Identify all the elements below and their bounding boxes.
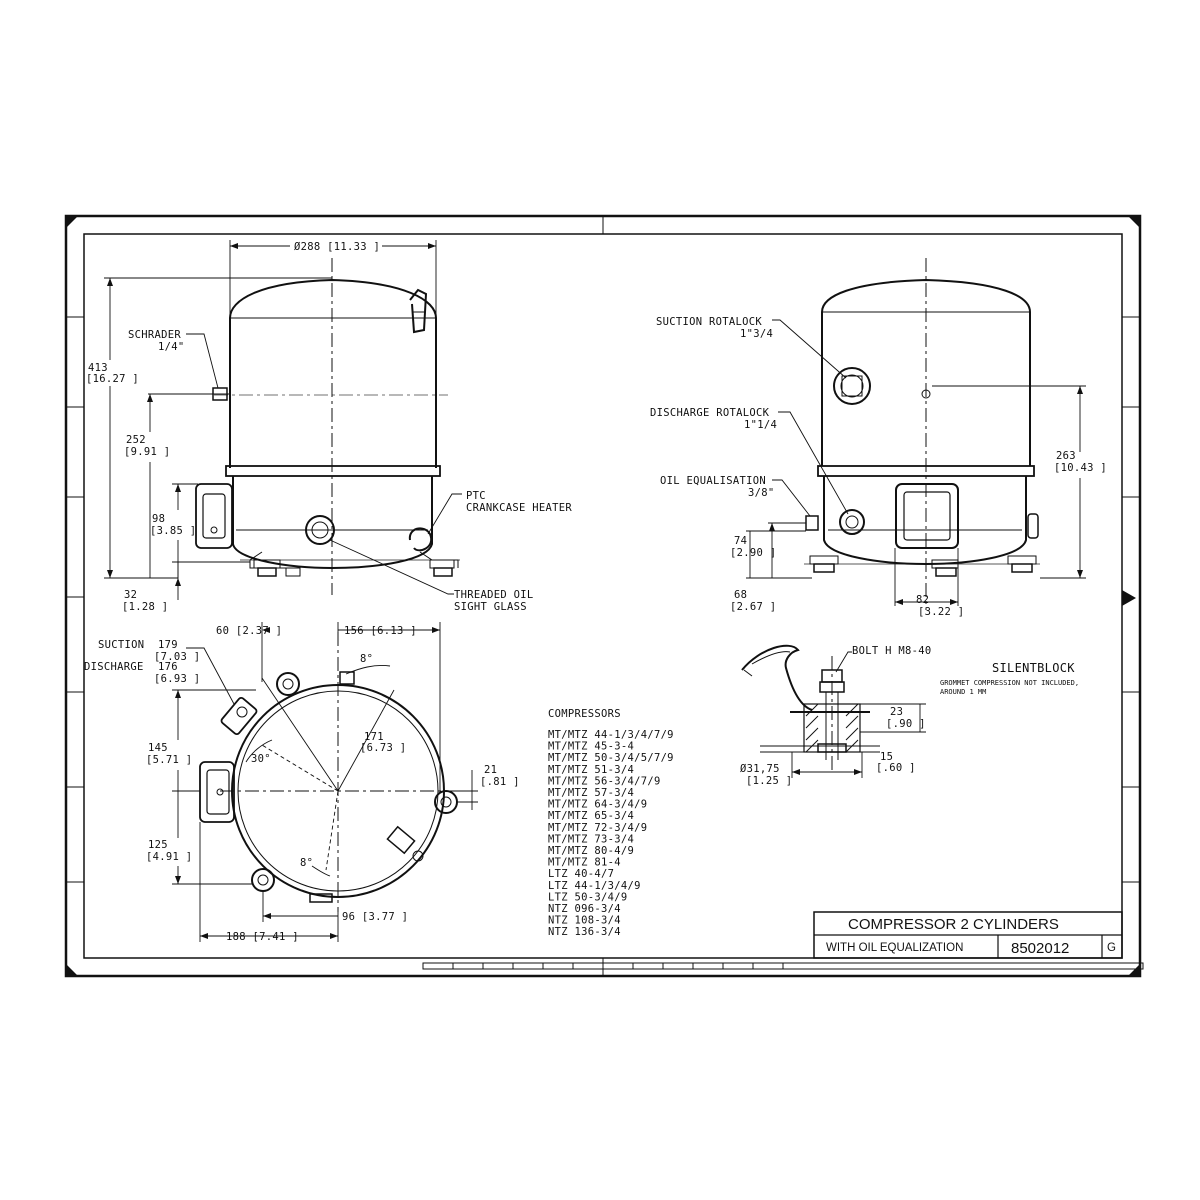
top-view: 8° 30° 8° 171 [6.73 ] SUCTION 179 [7.03 … [84,622,520,943]
dim-98-in: [3.85 ] [150,525,196,537]
label-schrader: SCHRADER [128,329,181,341]
dim-96: 96 [3.77 ] [342,911,408,923]
compressor-model-row: MT/MTZ 81-4 [548,857,621,869]
sheet-frame [64,214,1144,978]
compressor-model-row: MT/MTZ 51-3/4 [548,764,634,776]
dim-82-in: [3.22 ] [918,606,964,618]
dim-21-in: [.81 ] [480,776,520,788]
dim-74-in: [2.90 ] [730,547,776,559]
dim-32-in: [1.28 ] [122,601,168,613]
compressor-model-row: MT/MTZ 65-3/4 [548,810,634,822]
dim-23-in: [.90 ] [886,718,926,730]
dim-21: 21 [484,764,497,776]
label-suction: SUCTION [98,639,144,651]
dim-68-in: [2.67 ] [730,601,776,613]
compressor-model-row: MT/MTZ 44-1/3/4/7/9 [548,729,674,741]
silentblock-detail: BOLT H M8-40 SILENTBLOCK GROMMET COMPRES… [740,644,1079,787]
label-oil-size: 3/8" [748,487,775,499]
silentblock-note-line2: AROUND 1 MM [940,688,986,696]
front-view: SUCTION ROTALOCK 1"3/4 DISCHARGE ROTALOC… [650,258,1107,618]
dim-145-in: [5.71 ] [146,754,192,766]
dim-263: 263 [1056,450,1076,462]
dim-413: 413 [88,362,108,374]
dim-82: 82 [916,594,929,606]
dim-98: 98 [152,513,165,525]
label-threaded-oil: THREADED OIL [454,589,533,601]
compressor-model-row: MT/MTZ 73-3/4 [548,833,634,845]
discharge-dim: 176 [158,661,178,673]
label-discharge-rotalock: DISCHARGE ROTALOCK [650,407,770,419]
dim-171-in: [6.73 ] [360,742,406,754]
dim-23: 23 [890,706,903,718]
label-suction-rotalock: SUCTION ROTALOCK [656,316,762,328]
title-block-title: COMPRESSOR 2 CYLINDERS [848,916,1059,933]
silentblock-title: SILENTBLOCK [992,661,1075,675]
compressor-model-row: NTZ 108-3/4 [548,915,621,927]
label-oil-equalisation: OIL EQUALISATION [660,475,766,487]
discharge-dim-in: [6.93 ] [154,673,200,685]
label-discharge-size: 1"1/4 [744,419,777,431]
compressor-model-row: NTZ 136-3/4 [548,926,621,938]
compressor-model-row: MT/MTZ 57-3/4 [548,787,634,799]
compressor-model-row: MT/MTZ 56-3/4/7/9 [548,775,661,787]
dim-diameter-block-in: [1.25 ] [746,775,792,787]
dim-252: 252 [126,434,146,446]
scale-bar [422,962,1144,970]
angle-8-top: 8° [360,653,373,665]
compressor-model-row: NTZ 096-3/4 [548,903,621,915]
compressor-model-row: LTZ 44-1/3/4/9 [548,880,641,892]
mounting-lug-bottom [251,868,275,892]
dim-413-in: [16.27 ] [86,373,139,385]
dim-60: 60 [2.37 ] [216,625,282,637]
label-schrader-size: 1/4" [158,341,185,353]
label-discharge: DISCHARGE [84,661,144,673]
label-suction-size: 1"3/4 [740,328,773,340]
label-bolt: BOLT H M8-40 [852,645,931,657]
title-block: COMPRESSOR 2 CYLINDERS WITH OIL EQUALIZA… [813,911,1123,959]
dim-125: 125 [148,839,168,851]
compressor-list: COMPRESSORS MT/MTZ 44-1/3/4/7/9MT/MTZ 45… [548,708,674,938]
dim-15-in: [.60 ] [876,762,916,774]
angle-30: 30° [251,753,271,765]
label-ptc: PTC [466,490,486,502]
dim-252-in: [9.91 ] [124,446,170,458]
compressor-model-row: MT/MTZ 80-4/9 [548,845,634,857]
dim-74: 74 [734,535,747,547]
dim-15: 15 [880,751,893,763]
title-block-subtitle: WITH OIL EQUALIZATION [826,942,963,954]
dim-125-in: [4.91 ] [146,851,192,863]
mounting-lug-right [434,790,458,814]
dim-32: 32 [124,589,137,601]
revision-letter: G [1107,942,1116,954]
dim-263-in: [10.43 ] [1054,462,1107,474]
angle-8-bottom: 8° [300,857,313,869]
dim-diameter-block: Ø31,75 [740,763,780,775]
compressor-model-row: MT/MTZ 64-3/4/9 [548,799,647,811]
compressor-model-row: MT/MTZ 72-3/4/9 [548,822,647,834]
side-view: Ø288 [11.33 ] 413 [16.27 ] 252 [9.91 ] 9… [86,240,572,613]
drawing-number: 8502012 [1011,940,1069,957]
label-crankcase-heater: CRANKCASE HEATER [466,502,572,514]
dim-156: 156 [6.13 ] [344,625,417,637]
dim-145: 145 [148,742,168,754]
silentblock-note-line1: GROMMET COMPRESSION NOT INCLUDED, [940,679,1079,687]
mounting-lug-top [276,672,300,696]
suction-dim-in: [7.03 ] [154,651,200,663]
compressor-model-row: MT/MTZ 45-3-4 [548,741,634,753]
label-sight-glass: SIGHT GLASS [454,601,527,613]
dim-diameter: Ø288 [11.33 ] [294,241,380,253]
compressor-model-row: MT/MTZ 50-3/4/5/7/9 [548,752,674,764]
suction-dim: 179 [158,639,178,651]
dim-171: 171 [364,731,384,743]
compressor-model-row: LTZ 40-4/7 [548,868,614,880]
compressor-list-heading: COMPRESSORS [548,708,621,720]
dim-188: 188 [7.41 ] [226,931,299,943]
compressor-model-row: LTZ 50-3/4/9 [548,891,627,903]
dim-68: 68 [734,589,747,601]
